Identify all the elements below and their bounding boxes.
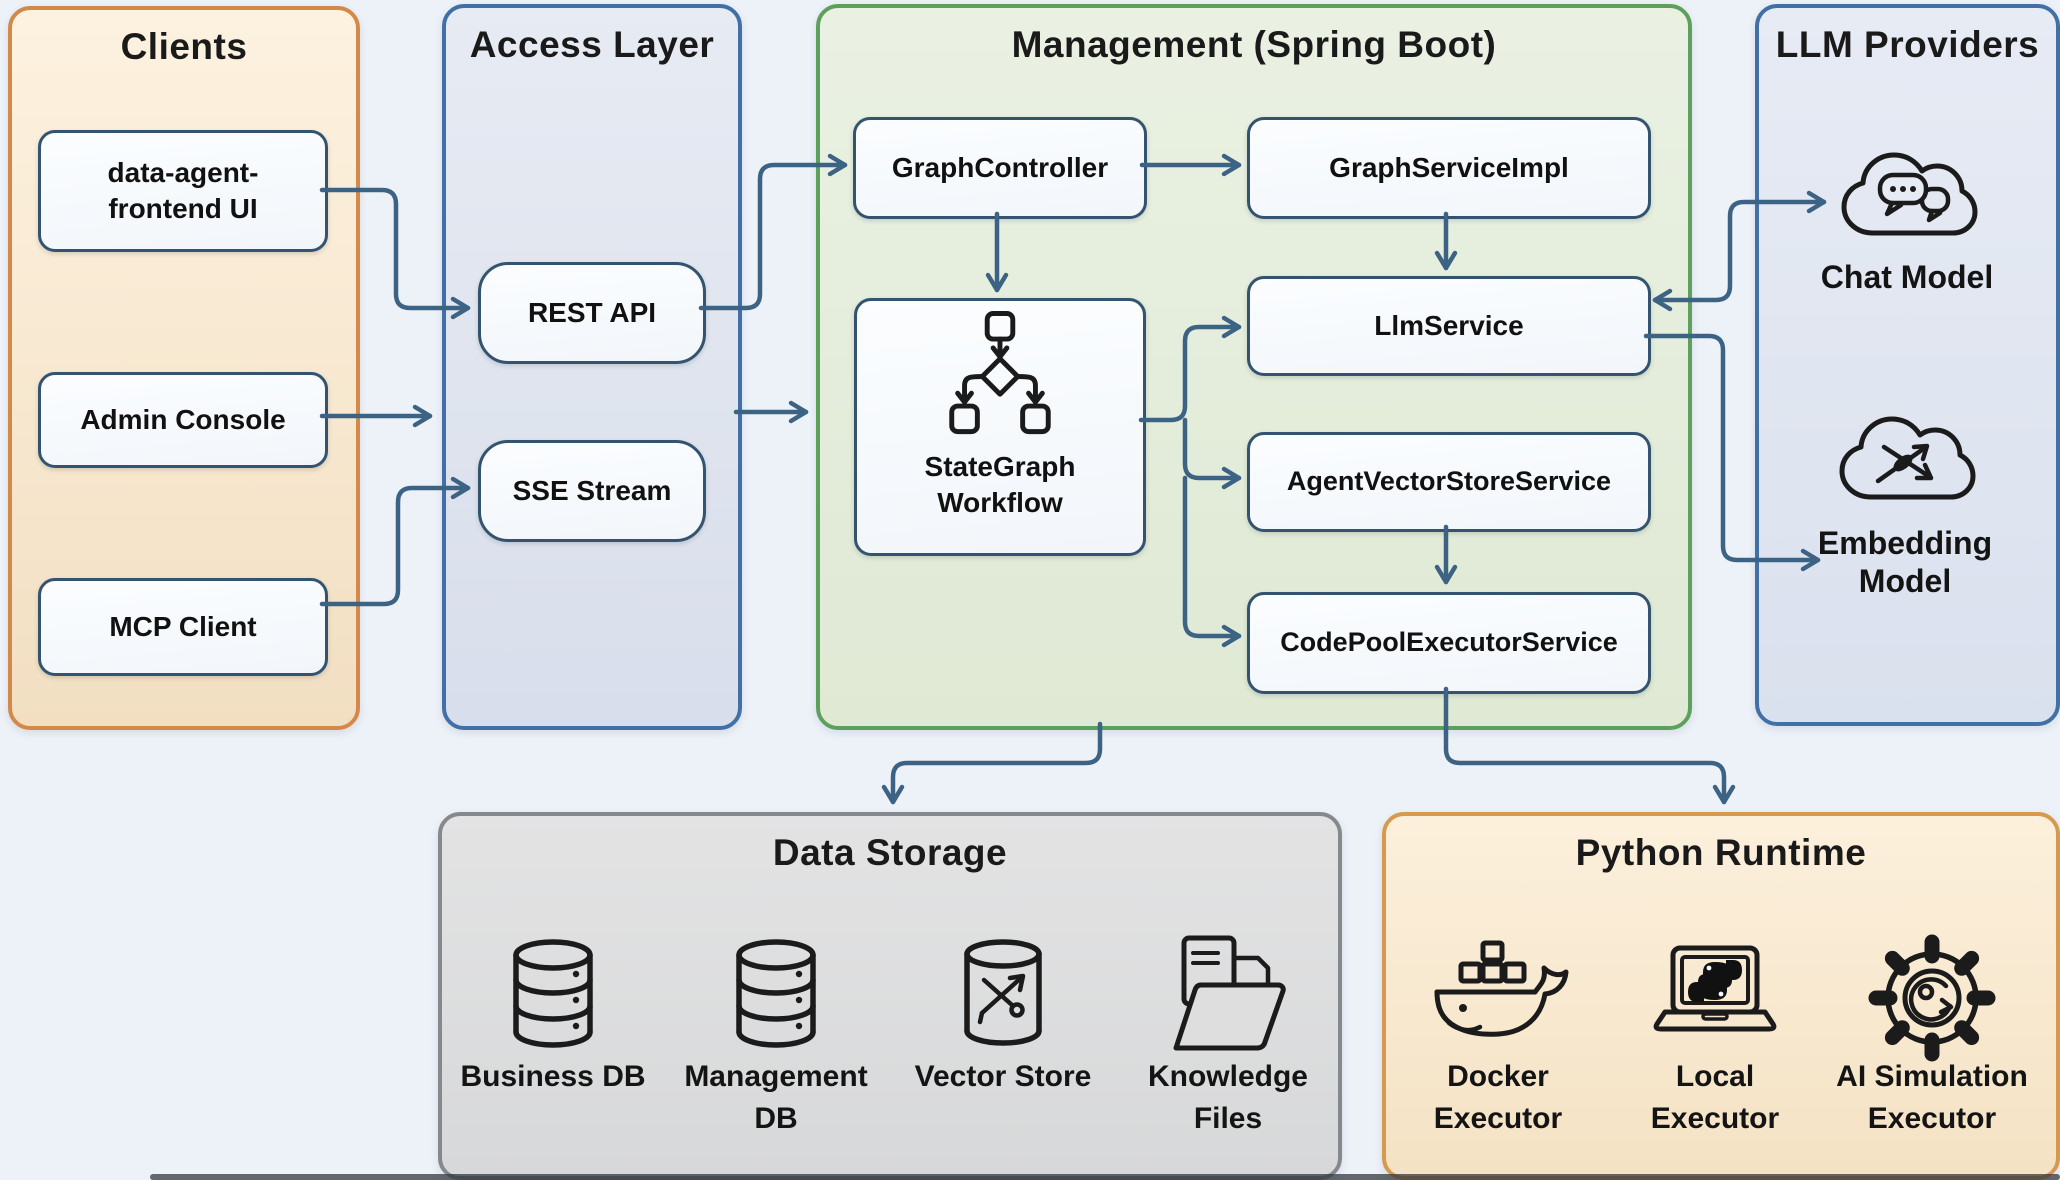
node-stategraph-workflow: StateGraph Workflow (854, 298, 1146, 556)
label-embedding-model: Embedding Model (1817, 525, 1993, 600)
node-admin-console: Admin Console (38, 372, 328, 468)
knowledge-files-icon (1173, 935, 1286, 1051)
panel-title-clients: Clients (120, 26, 248, 67)
ai-gear-icon (1868, 934, 1996, 1062)
chat-cloud-icon (1841, 152, 1978, 236)
node-data-agent-frontend-ui: data-agent- frontend UI (38, 130, 328, 252)
database-icon (513, 939, 593, 1048)
label-management-db: Management DB (684, 1060, 868, 1135)
panel-title-llm-providers: LLM Providers (1775, 24, 2040, 65)
label-ai-simulation-executor: AI Simulation Executor (1836, 1060, 2028, 1135)
panel-llm-providers: LLM Providers (1755, 4, 2060, 726)
laptop-python-icon (1653, 945, 1777, 1032)
label-vector-store: Vector Store (914, 1060, 1092, 1093)
arrow-management-to-data-storage (881, 721, 1103, 805)
label-chat-model: Chat Model (1820, 259, 1994, 295)
node-rest-api: REST API (478, 262, 706, 364)
node-agent-vector-store-service: AgentVectorStoreService (1247, 432, 1651, 532)
label-docker-executor: Docker Executor (1433, 1060, 1563, 1135)
stategraph-workflow-icon (949, 311, 1051, 435)
database-icon (736, 939, 816, 1048)
node-mcp-client: MCP Client (38, 578, 328, 676)
panel-title-management: Management (Spring Boot) (1011, 24, 1497, 65)
node-sse-stream: SSE Stream (478, 440, 706, 542)
screenshot-bottom-edge (150, 1174, 2060, 1180)
panel-title-access-layer: Access Layer (469, 24, 715, 65)
node-graph-controller: GraphController (853, 117, 1147, 219)
node-graph-service-impl: GraphServiceImpl (1247, 117, 1651, 219)
label-business-db: Business DB (460, 1060, 646, 1093)
panel-access-layer: Access Layer (442, 4, 742, 730)
label-knowledge-files: Knowledge Files (1147, 1060, 1308, 1135)
panel-title-python-runtime: Python Runtime (1575, 832, 1867, 873)
embedding-cloud-icon (1839, 416, 1976, 500)
vector-store-icon (964, 939, 1042, 1046)
node-code-pool-executor-service: CodePoolExecutorService (1247, 592, 1651, 694)
node-llm-service: LlmService (1247, 276, 1651, 376)
panel-title-data-storage: Data Storage (772, 832, 1008, 873)
label-local-executor: Local Executor (1650, 1060, 1780, 1135)
docker-whale-icon (1434, 940, 1569, 1037)
